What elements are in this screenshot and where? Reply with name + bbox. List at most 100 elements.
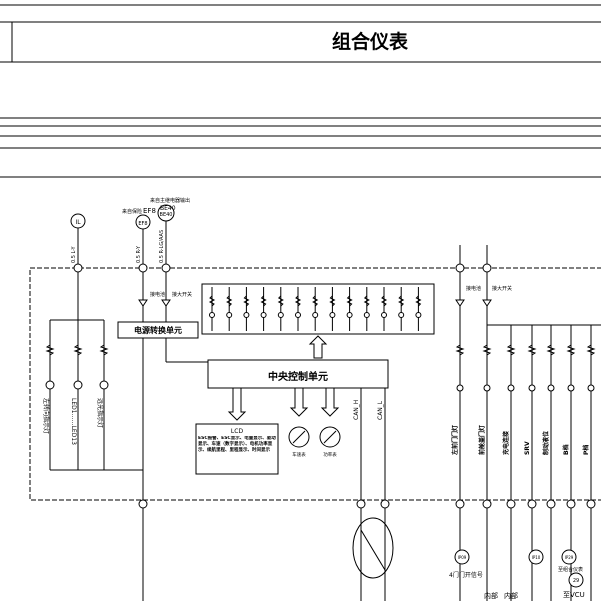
pin-marker: [547, 384, 555, 392]
be-source-small: 来自主继电器输出: [150, 197, 190, 204]
pin-marker: [507, 384, 515, 392]
pin-marker: [356, 499, 366, 509]
indicator-lamp-icon: [260, 312, 267, 318]
arrow-down-icon: [320, 387, 340, 417]
pin-marker: [483, 384, 491, 392]
lamp-label-1: 左转向指示灯: [42, 398, 50, 434]
indicator-lamp-icon: [381, 312, 387, 318]
wire-ef8-label: 0.5 R-Y: [136, 245, 142, 263]
pin-marker: [73, 263, 83, 273]
arrow-down-icon: [227, 387, 247, 421]
switch-left-ground: 接大开关: [172, 291, 192, 298]
pin-marker: [528, 384, 536, 392]
power-conversion-block: [117, 321, 199, 339]
module-border: [29, 267, 601, 501]
switch-right-power: 接电池: [466, 285, 481, 292]
right-signal-label: 左前门门灯: [451, 425, 459, 456]
pin-marker: [567, 384, 575, 392]
pin-marker: [138, 499, 148, 509]
indicator-columns: [208, 287, 422, 331]
resistor: [506, 344, 516, 356]
gauge-needle: [323, 430, 337, 444]
resistor: [99, 344, 109, 356]
indicator-lamp-icon: [295, 312, 301, 318]
resistor: [346, 295, 353, 307]
right-signal-label: 前舱盖门灯: [478, 425, 486, 455]
cpu-label: 中央控制单元: [268, 370, 328, 383]
pin-marker: [566, 499, 576, 509]
bottom-label-1: 内部: [484, 591, 498, 600]
resistor: [329, 295, 336, 307]
diode: [138, 299, 148, 307]
indicator-lamp-icon: [329, 312, 336, 318]
resistor: [380, 295, 388, 307]
indicator-lamp-icon: [243, 312, 250, 318]
lamp-icon: [99, 380, 109, 390]
resistor: [363, 295, 370, 307]
indicator-lamp-icon: [346, 312, 353, 318]
lcd-title: LCD: [231, 428, 244, 435]
connector-circle-29: [568, 572, 584, 588]
resistor: [226, 295, 233, 307]
diode: [455, 299, 465, 307]
lcd-body: ESC报警、ESC显示、电量显示、驱动显示、车速（数字显示）、电机功率显示、续航…: [198, 436, 276, 453]
indicator-lamp-icon: [415, 312, 422, 318]
indicator-lamp-icon: [226, 312, 233, 318]
diode: [482, 299, 492, 307]
resistor: [208, 295, 216, 307]
can-h-label: CAN_H: [353, 400, 360, 420]
arrow-down-icon: [289, 387, 309, 417]
right-signal-label: 充电连接: [502, 431, 510, 455]
pin-marker: [138, 263, 148, 273]
lamp-icon: [45, 380, 55, 390]
right-signal-label: 制动液位: [542, 431, 550, 455]
ip29-desc: 至组合仪表: [558, 566, 583, 573]
connector-circle-ip29: [561, 549, 577, 565]
indicator-lamp-icon: [312, 312, 319, 318]
indicator-lamp-icon: [277, 312, 284, 318]
lcd-block: [195, 423, 279, 475]
right-signal-label: B档: [562, 444, 570, 455]
pin-marker: [482, 499, 492, 509]
resistor: [312, 295, 319, 307]
ip09-desc: 4门门开信号: [449, 571, 483, 579]
indicator-lamp-icon: [209, 312, 215, 318]
pin-marker: [527, 499, 537, 509]
lamp-label-2: LED1……LED13: [70, 398, 77, 445]
gauge-needle: [292, 430, 306, 444]
indicator-lamp-icon: [398, 312, 405, 318]
pin-marker: [586, 499, 596, 509]
wire-il-label: 0.5 L-Y: [71, 246, 77, 263]
resistor: [586, 344, 596, 356]
diode: [161, 299, 171, 307]
bottom-label-2: 内部: [504, 591, 518, 600]
resistor: [455, 344, 465, 356]
resistor: [45, 344, 55, 356]
lcd-body-wrap: ESC报警、ESC显示、电量显示、驱动显示、车速（数字显示）、电机功率显示、续航…: [198, 436, 276, 453]
connector-circle-ip09: [454, 549, 470, 565]
efb-source: EF8: [143, 207, 156, 215]
be40-circle-label: BE40: [160, 212, 173, 218]
pin-marker: [380, 499, 390, 509]
ip29-label: IP29: [565, 555, 574, 560]
vcu-label: 至VCU: [563, 591, 585, 599]
resistor: [482, 344, 492, 356]
be-source: BE40: [160, 205, 176, 212]
pin-marker: [546, 499, 556, 509]
speedometer-label: 车速表: [292, 451, 306, 458]
page-title: 组合仪表: [332, 30, 409, 53]
indicator-lamp-icon: [363, 312, 370, 318]
resistor: [260, 295, 267, 307]
switch-right-ground: 接大开关: [492, 285, 512, 292]
lamp-label-3: 远光指示灯: [96, 398, 104, 428]
resistor: [566, 344, 576, 356]
ip10-label: IP10: [532, 555, 541, 560]
resistor: [527, 344, 537, 356]
can-l-label: CAN_L: [377, 400, 384, 420]
ef8-circle-label: EF8: [138, 221, 147, 227]
wire-be40-label: 0.5 R-LG/AAS: [159, 230, 165, 263]
twisted-pair-shield: [352, 517, 394, 579]
pin-marker: [455, 499, 465, 509]
resistor: [294, 295, 302, 307]
